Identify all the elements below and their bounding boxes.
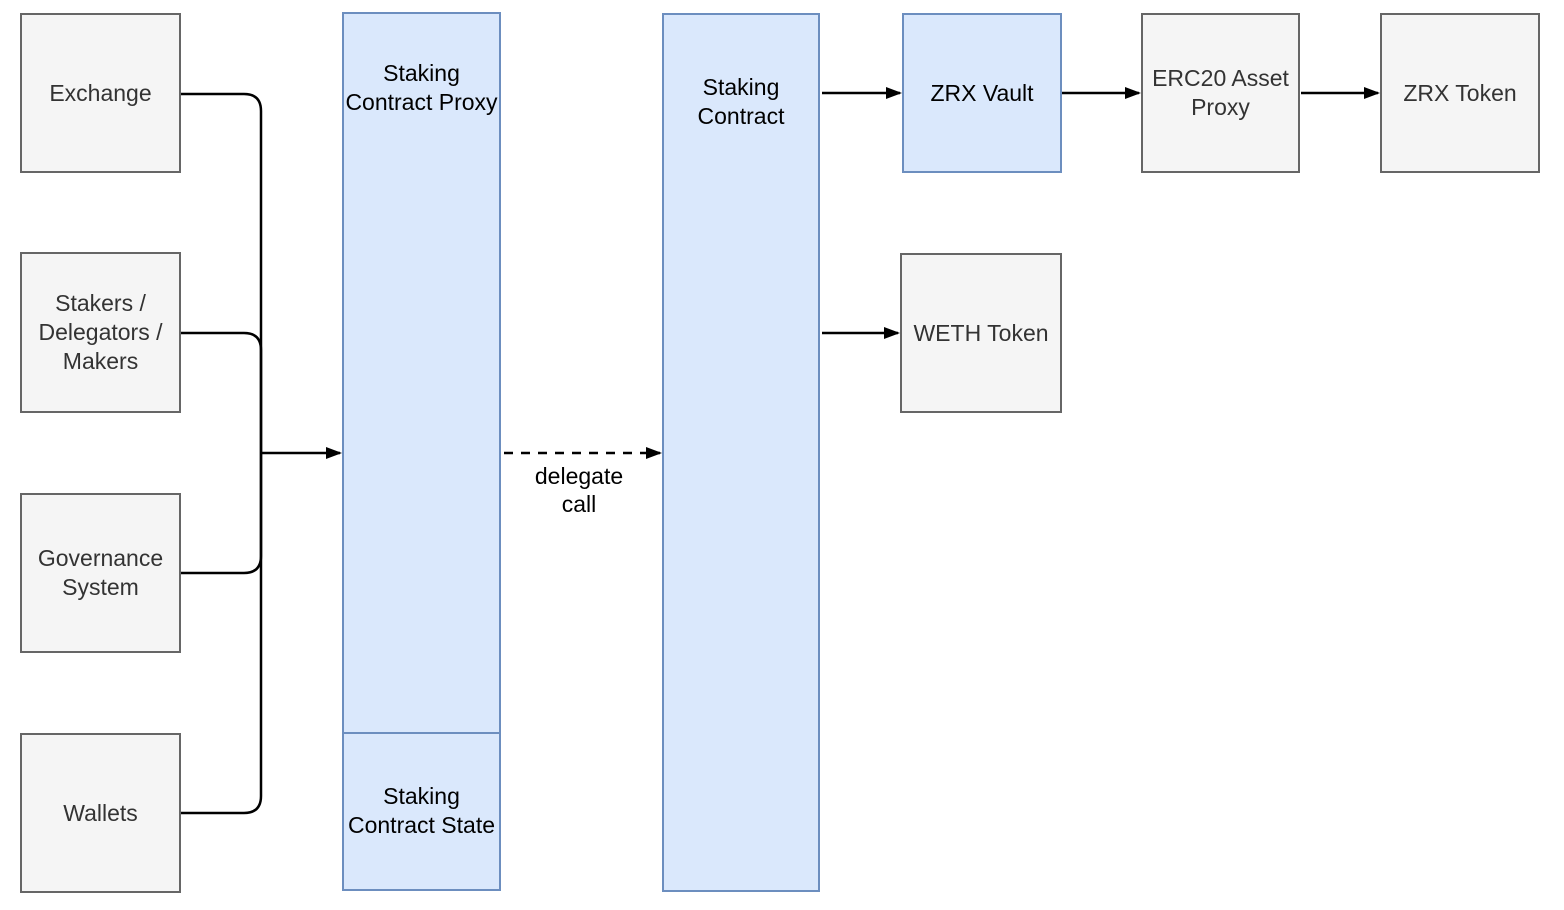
node-staking-contract-label: Staking Contract: [697, 74, 785, 129]
node-wallets: Wallets: [20, 733, 181, 893]
connector-stakers-to-trunk: [181, 331, 263, 453]
node-stakers-delegators-makers: Stakers / Delegators / Makers: [20, 252, 181, 413]
node-staking-contract: Staking Contract: [662, 13, 820, 892]
connector-wallets-to-trunk: [181, 453, 263, 815]
node-governance-system: Governance System: [20, 493, 181, 653]
node-weth-token: WETH Token: [900, 253, 1062, 413]
node-governance-system-label: Governance System: [37, 545, 164, 600]
node-wallets-label: Wallets: [63, 799, 138, 826]
node-zrx-token: ZRX Token: [1380, 13, 1540, 173]
node-exchange: Exchange: [20, 13, 181, 173]
node-zrx-vault: ZRX Vault: [902, 13, 1062, 173]
node-staking-contract-state: Staking Contract State: [344, 731, 499, 890]
connector-governance-to-trunk: [181, 453, 263, 575]
delegate-call-edge-label: delegate call: [534, 463, 624, 517]
node-exchange-label: Exchange: [49, 79, 152, 106]
node-staking-contract-proxy: Staking Contract Proxy: [344, 14, 499, 779]
node-zrx-token-label: ZRX Token: [1403, 79, 1517, 106]
node-stakers-delegators-makers-label: Stakers / Delegators / Makers: [38, 290, 163, 374]
node-zrx-vault-label: ZRX Vault: [930, 79, 1034, 106]
connector-exchange-to-trunk: [181, 92, 263, 453]
node-erc20-asset-proxy: ERC20 Asset Proxy: [1141, 13, 1300, 173]
node-staking-contract-proxy-group: Staking Contract Proxy Staking Contract …: [342, 12, 501, 891]
node-weth-token-label: WETH Token: [913, 319, 1049, 346]
node-erc20-asset-proxy-label: ERC20 Asset Proxy: [1152, 65, 1289, 120]
node-staking-contract-proxy-label: Staking Contract Proxy: [345, 60, 498, 115]
node-staking-contract-state-label: Staking Contract State: [347, 783, 496, 839]
